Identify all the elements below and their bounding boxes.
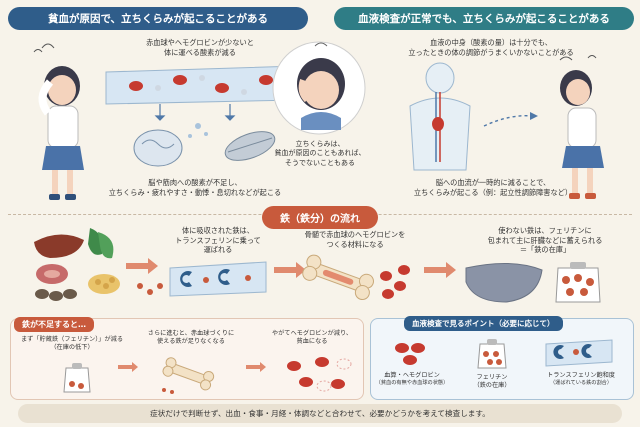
left-top-caption-line1: 赤血球やヘモグロビンが少ないと bbox=[146, 38, 254, 47]
iron-step2-line1: 骨髄で赤血球のヘモグロビンを bbox=[304, 230, 406, 239]
blood-test-item1-label: 血算・ヘモグロビン bbox=[384, 372, 440, 379]
iron-flow-title: 鉄（鉄分）の流れ bbox=[262, 206, 378, 229]
blood-test-item2: フェリチン （鉄の在庫） bbox=[462, 374, 522, 391]
dizzy-girl-left-illustration bbox=[33, 43, 84, 200]
center-caption: 立ちくらみは、 貧血が原因のこともあれば、 そうでないこともある bbox=[256, 140, 384, 168]
center-portrait-circle bbox=[272, 41, 366, 135]
red-cells-icon bbox=[395, 343, 425, 365]
transferrin-icon bbox=[545, 339, 613, 367]
center-caption-line3: そうでないこともある bbox=[285, 158, 355, 167]
left-bottom-caption: 脳や筋肉への酸素が不足し、 立ちくらみ・疲れやすさ・動悸・息切れなどが起こる bbox=[90, 178, 300, 197]
iron-step3-line3: ＝「鉄の在庫」 bbox=[519, 245, 571, 255]
deficiency-title: 鉄が不足すると… bbox=[14, 317, 94, 332]
blood-test-item2-label: フェリチン bbox=[476, 374, 508, 381]
blood-test-title: 血液検査で見るポイント（必要に応じて） bbox=[404, 316, 563, 331]
arrow-4 bbox=[118, 362, 138, 372]
liver-and-ferritin-illustration bbox=[465, 262, 601, 303]
iron-step2-line2: つくる材料になる bbox=[326, 239, 384, 249]
iron-particles-1 bbox=[137, 283, 163, 295]
left-top-caption: 赤血球やヘモグロビンが少ないと 体に運べる酸素が減る bbox=[120, 38, 280, 57]
right-bottom-caption-line1: 脳への血流が一時的に減ることで、 bbox=[435, 178, 551, 187]
blood-vessel-few-cells bbox=[105, 65, 299, 105]
blood-test-item2-sub: （鉄の在庫） bbox=[473, 382, 511, 390]
iron-step3-line1: 使わない鉄は、フェリチンに bbox=[498, 226, 592, 235]
bone-marrow-illustration bbox=[302, 254, 410, 301]
blood-test-item3-sub: （運ばれている鉄の割合） bbox=[549, 380, 613, 387]
dizzy-girl-right-illustration bbox=[559, 55, 604, 199]
left-panel-header: 貧血が原因で、立ちくらみが起こることがある bbox=[8, 7, 308, 30]
iron-step1-line1: 体に吸収された鉄は、 bbox=[182, 226, 254, 235]
deficiency-stage2-caption: さらに進むと、赤血球づくりに 使える鉄が足りなくなる bbox=[136, 330, 246, 347]
blood-test-item3-label: トランスフェリン飽和度 bbox=[547, 372, 615, 379]
center-caption-line1: 立ちくらみは、 bbox=[295, 140, 345, 148]
right-top-caption-line1: 血液の中身（酸素の量）は十分でも、 bbox=[430, 38, 552, 47]
iron-step1-line3: 運ばれる bbox=[203, 245, 233, 255]
transferrin-vessel bbox=[169, 261, 267, 297]
low-ferritin-jar-icon bbox=[63, 363, 91, 393]
dotted-arrow bbox=[483, 112, 538, 127]
blood-test-item1: 血算・ヘモグロビン （貧血の有無や赤血球の状態） bbox=[372, 372, 452, 387]
right-bottom-caption-line2: 立ちくらみが起こる（例：起立性調節障害など） bbox=[413, 187, 573, 197]
arrow-3 bbox=[424, 262, 456, 278]
deficiency-stage2-line2: 使える鉄が足りなくなる bbox=[157, 338, 225, 346]
deficiency-stage3-caption: やがてヘモグロビンが減り、 貧血になる bbox=[262, 330, 362, 347]
iron-step3-caption: 使わない鉄は、フェリチンに 包まれて主に肝臓などに蓄えられる ＝「鉄の在庫」 bbox=[470, 226, 620, 255]
brain-and-muscle-arrows bbox=[133, 104, 276, 167]
iron-step1-line2: トランスフェリンに乗って bbox=[175, 235, 261, 245]
blood-test-item1-sub: （貧血の有無や赤血球の状態） bbox=[375, 380, 449, 387]
right-top-caption-line2: 立ったときの体の調節がうまくいかないことがある bbox=[408, 47, 574, 57]
left-bottom-caption-line2: 立ちくらみ・疲れやすさ・動悸・息切れなどが起こる bbox=[108, 187, 282, 197]
arrow-1 bbox=[126, 258, 158, 274]
left-bottom-caption-line1: 脳や筋肉への酸素が不足し、 bbox=[148, 178, 242, 187]
deficiency-stage3-line2: 貧血になる bbox=[296, 338, 328, 346]
center-caption-line2: 貧血が原因のこともあれば、 bbox=[274, 149, 366, 158]
arrow-5 bbox=[246, 362, 266, 372]
right-panel-header: 血液検査が正常でも、立ちくらみが起こることがある bbox=[334, 7, 634, 30]
left-top-caption-line2: 体に運べる酸素が減る bbox=[164, 47, 236, 57]
food-sources-illustration bbox=[34, 228, 120, 301]
deficiency-stage1-line2: （在庫の低下） bbox=[50, 344, 94, 352]
footer-note: 症状だけで判断せず、出血・食事・月経・体調などと合わせて、必要かどうかを考えて検… bbox=[18, 404, 622, 423]
iron-step2-caption: 骨髄で赤血球のヘモグロビンを つくる材料になる bbox=[290, 230, 420, 249]
deficiency-stage3-line1: やがてヘモグロビンが減り、 bbox=[271, 330, 353, 337]
body-circulation-illustration bbox=[409, 62, 471, 171]
deficiency-stage1-line1: まず「貯蔵鉄（フェリチン）」が減る bbox=[20, 336, 124, 343]
arrow-2 bbox=[274, 262, 306, 278]
deficiency-stage1-caption: まず「貯蔵鉄（フェリチン）」が減る （在庫の低下） bbox=[16, 336, 128, 353]
iron-step3-line2: 包まれて主に肝臓などに蓄えられる bbox=[487, 235, 603, 245]
deficiency-stage2-line1: さらに進むと、赤血球づくりに bbox=[147, 330, 235, 337]
right-top-caption: 血液の中身（酸素の量）は十分でも、 立ったときの体の調節がうまくいかないことがあ… bbox=[386, 38, 596, 57]
small-bone-illustration bbox=[162, 357, 215, 394]
ferritin-jar-icon bbox=[477, 339, 507, 369]
few-red-cells-illustration bbox=[287, 357, 352, 392]
iron-step1-caption: 体に吸収された鉄は、 トランスフェリンに乗って 運ばれる bbox=[158, 226, 278, 255]
right-bottom-caption: 脳への血流が一時的に減ることで、 立ちくらみが起こる（例：起立性調節障害など） bbox=[370, 178, 616, 197]
blood-test-item3: トランスフェリン飽和度 （運ばれている鉄の割合） bbox=[530, 372, 632, 387]
